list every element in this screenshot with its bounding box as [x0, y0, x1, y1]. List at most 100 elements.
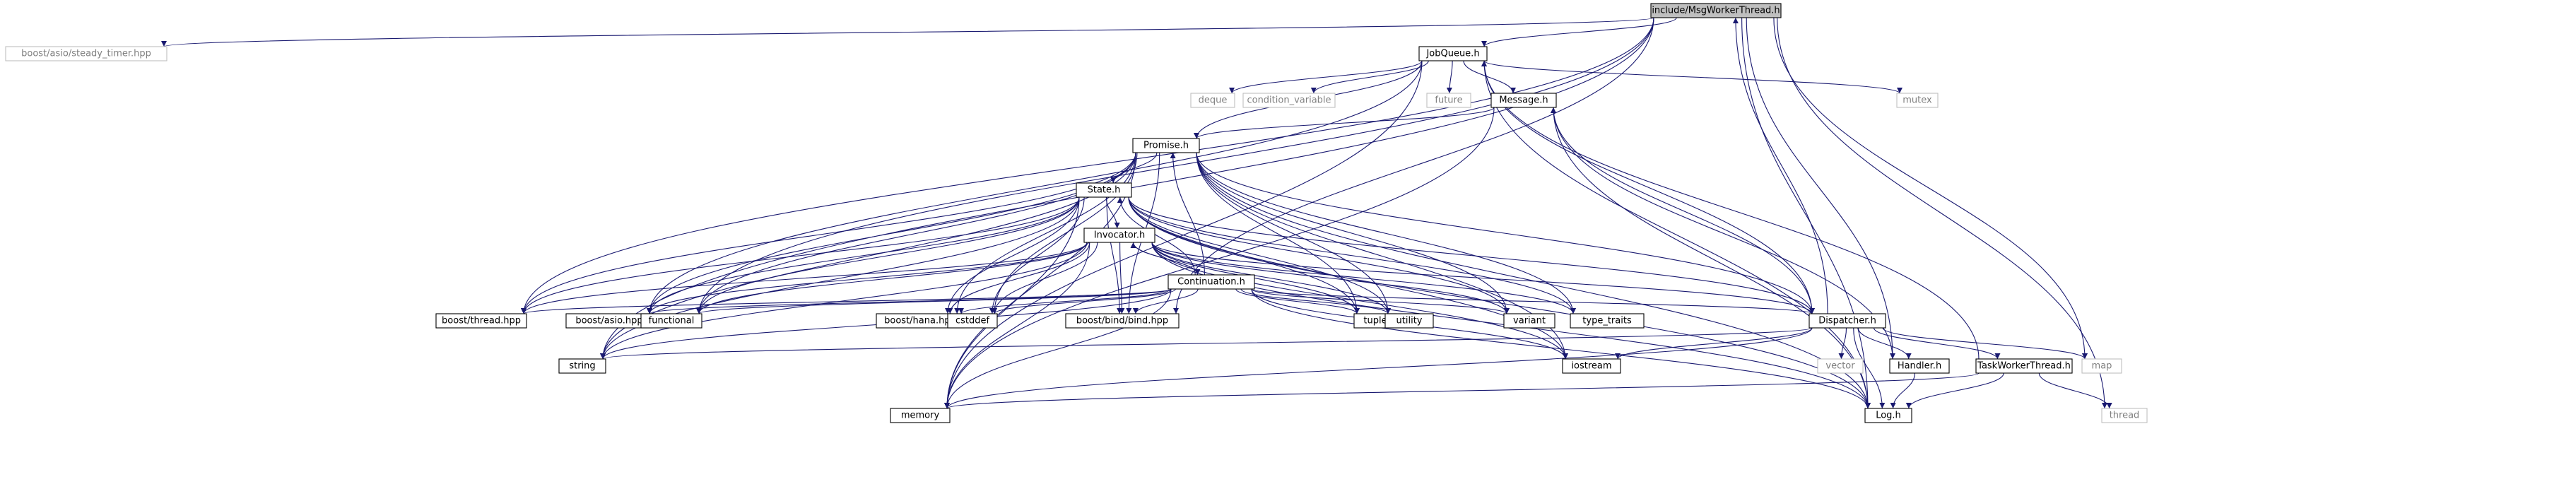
edge-job-queue-to-memory — [944, 60, 1423, 409]
edge-invocator-to-boost-asio — [647, 242, 1088, 314]
node-box — [1503, 313, 1555, 329]
edge-dispatcher-to-task-worker-thread — [1873, 327, 2001, 360]
node-box — [1809, 313, 1886, 329]
dependency-edges — [161, 17, 2112, 409]
node-msg-worker-thread[interactable]: include/MsgWorkerThread.h — [1650, 3, 1782, 18]
edge-continuation-to-variant — [1251, 288, 1510, 314]
edge-promise-to-boost-hana — [954, 152, 1136, 314]
node-box — [1570, 313, 1645, 329]
node-memory[interactable]: memory — [890, 408, 951, 423]
node-box — [1168, 274, 1255, 290]
node-box — [1190, 93, 1235, 108]
node-label: functional — [649, 316, 695, 326]
node-box — [890, 408, 951, 423]
edge-task-worker-thread-to-thread — [2038, 372, 2112, 409]
edge-continuation-to-boost-asio — [647, 288, 1172, 314]
edge-state-to-string — [600, 196, 1080, 360]
edge-dispatcher-to-message — [1551, 107, 1813, 314]
edge-msg-worker-thread-to-log — [1741, 17, 1871, 409]
edge-state-to-boost-hana — [945, 196, 1080, 314]
node-handler[interactable]: Handler.h — [1889, 358, 1950, 374]
node-string[interactable]: string — [558, 358, 606, 374]
edge-invocator-to-string — [600, 242, 1088, 360]
node-box — [1817, 358, 1864, 374]
node-label: TaskWorkerThread.h — [1977, 361, 2071, 372]
node-box — [1889, 358, 1950, 374]
edge-promise-to-functional — [696, 152, 1136, 314]
edge-message-to-log — [1553, 107, 1871, 409]
node-vector: vector — [1817, 358, 1864, 374]
node-invocator[interactable]: Invocator.h — [1083, 228, 1155, 243]
edge-task-worker-thread-to-memory — [944, 372, 1980, 409]
node-boost-hana[interactable]: boost/hana.hpp — [876, 313, 965, 329]
edge-promise-to-log — [1196, 152, 1871, 409]
node-label: boost/asio/steady_timer.hpp — [21, 49, 151, 59]
edge-state-to-boost-asio — [647, 196, 1080, 314]
edge-invocator-to-boost-hana — [947, 242, 1090, 314]
node-boost-bind[interactable]: boost/bind/bind.hpp — [1065, 313, 1180, 329]
node-box — [435, 313, 527, 329]
node-label: Message.h — [1499, 95, 1548, 106]
edge-job-queue-to-mutex — [1483, 60, 1902, 94]
node-label: iostream — [1571, 361, 1611, 372]
edge-job-queue-to-condition-variable — [1310, 60, 1429, 94]
node-label: variant — [1513, 316, 1546, 326]
node-box — [947, 313, 998, 329]
node-condition-variable: condition_variable — [1242, 93, 1336, 108]
node-message[interactable]: Message.h — [1490, 93, 1557, 108]
edge-promise-to-dispatcher — [1196, 152, 1815, 314]
node-label: State.h — [1088, 185, 1121, 196]
edge-continuation-to-memory — [944, 288, 1172, 409]
node-job-queue[interactable]: JobQueue.h — [1418, 46, 1488, 61]
edge-invocator-to-functional — [696, 242, 1088, 314]
node-cstddef[interactable]: cstddef — [947, 313, 998, 329]
node-dispatcher[interactable]: Dispatcher.h — [1809, 313, 1886, 329]
edge-msg-worker-thread-to-steady-timer — [161, 17, 1654, 47]
edge-state-to-variant — [1128, 196, 1510, 314]
node-task-worker-thread[interactable]: TaskWorkerThread.h — [1975, 358, 2073, 374]
node-log[interactable]: Log.h — [1864, 408, 1912, 423]
edge-msg-worker-thread-to-job-queue — [1481, 17, 1677, 47]
node-promise[interactable]: Promise.h — [1132, 138, 1200, 153]
node-label: include/MsgWorkerThread.h — [1652, 6, 1780, 16]
node-boost-asio[interactable]: boost/asio.hpp — [565, 313, 653, 329]
node-type-traits[interactable]: type_traits — [1570, 313, 1645, 329]
node-continuation[interactable]: Continuation.h — [1168, 274, 1255, 290]
node-box — [2101, 408, 2148, 423]
node-box — [1065, 313, 1180, 329]
node-map: map — [2081, 358, 2122, 374]
edge-promise-to-utility — [1196, 152, 1391, 314]
node-label: future — [1435, 95, 1462, 106]
edge-msg-worker-thread-to-boost-bind — [1173, 17, 1654, 314]
node-box — [1896, 93, 1939, 108]
node-box — [1490, 93, 1557, 108]
node-label: Handler.h — [1898, 361, 1941, 372]
node-label: string — [569, 361, 595, 372]
node-label: vector — [1825, 361, 1855, 372]
edge-continuation-to-boost-hana — [958, 288, 1172, 314]
edge-promise-to-type-traits — [1196, 152, 1576, 314]
edge-state-to-cstddef — [989, 196, 1085, 314]
node-box — [1650, 3, 1782, 18]
edge-msg-worker-thread-to-functional — [696, 17, 1654, 314]
edge-continuation-to-boost-thread — [521, 288, 1172, 314]
node-boost-thread[interactable]: boost/thread.hpp — [435, 313, 527, 329]
edge-invocator-to-utility — [1151, 242, 1391, 314]
edge-invocator-to-boost-thread — [521, 242, 1088, 314]
edge-state-to-memory — [944, 196, 1080, 409]
node-box — [1384, 313, 1434, 329]
node-label: Continuation.h — [1177, 277, 1245, 288]
node-iostream[interactable]: iostream — [1562, 358, 1621, 374]
edge-task-worker-thread-to-job-queue — [1481, 60, 1980, 360]
edge-promise-to-tuple — [1196, 152, 1360, 314]
edge-continuation-to-cstddef — [992, 288, 1176, 314]
edge-continuation-to-utility — [1240, 288, 1391, 314]
node-box — [1975, 358, 2073, 374]
node-functional[interactable]: functional — [640, 313, 702, 329]
node-variant[interactable]: variant — [1503, 313, 1555, 329]
node-utility[interactable]: utility — [1384, 313, 1434, 329]
node-deque: deque — [1190, 93, 1235, 108]
edge-continuation-to-promise — [1170, 152, 1205, 276]
node-box — [1242, 93, 1336, 108]
node-state[interactable]: State.h — [1076, 182, 1132, 198]
